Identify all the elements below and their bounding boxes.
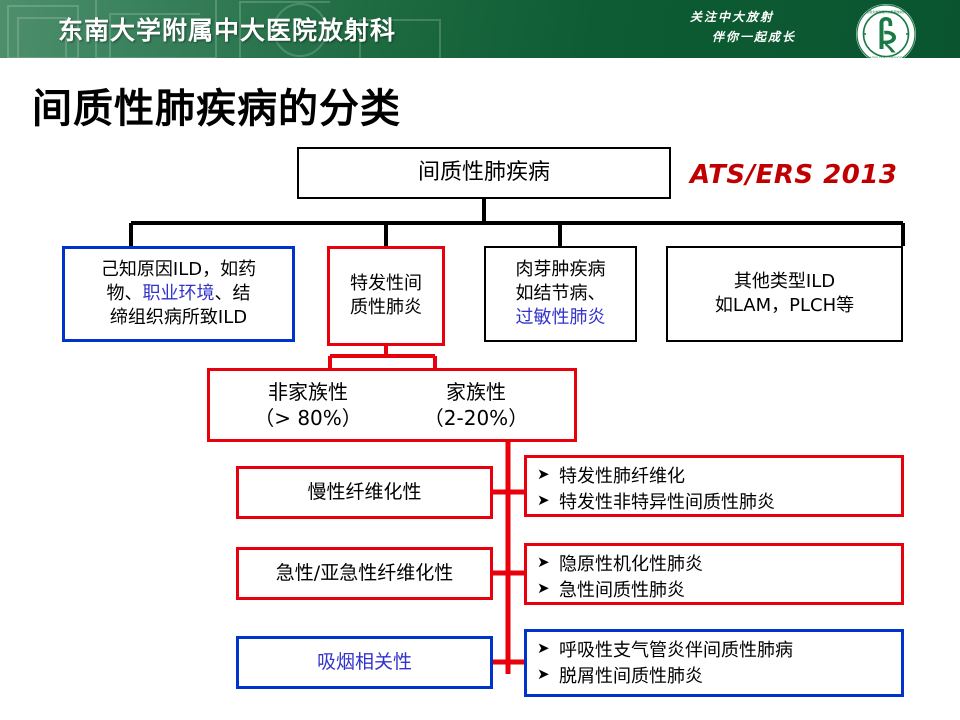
acute-subacute-label: 急性/亚急性纤维化性 (275, 561, 454, 584)
granulomatous-line-1: 肉芽肿疾病 (515, 259, 606, 281)
node-granulomatous-disease[interactable]: 肉芽肿疾病 如结节病、 过敏性肺炎 (484, 246, 637, 342)
iip-line-2: 质性肺炎 (350, 297, 422, 318)
list-item: ➤ 脱屑性间质性肺炎 (537, 664, 901, 690)
arrow-bullet-icon: ➤ (537, 553, 550, 571)
header-slogan-line-2: 伴你一起成长 (712, 30, 797, 44)
familial-value: （2-20%） (423, 406, 529, 430)
granulomatous-line-2: 如结节病、 (515, 283, 606, 305)
familial-values-row: （> 80%） （2-20%） (224, 405, 560, 431)
header-slogan-line-1: 关注中大放射 (690, 10, 775, 24)
other-ild-line-2: 如LAM，PLCH等 (714, 295, 855, 316)
smoking-entity-1: 呼吸性支气管炎伴间质性肺病 (559, 640, 793, 661)
node-familial-split[interactable]: 非家族性 家族性 （> 80%） （2-20%） (207, 368, 577, 442)
hospital-seal-logo-icon: 东南大学附属中大医院放射科 RADIOLOGY · ZHONGDA (856, 4, 916, 58)
hospital-department-title: 东南大学附属中大医院放射科 (58, 16, 397, 45)
nonfamilial-value: （> 80%） (254, 406, 362, 430)
arrow-bullet-icon: ➤ (537, 465, 550, 483)
list-item: ➤ 隐原性机化性肺炎 (537, 552, 901, 578)
root-node-interstitial-lung-disease[interactable]: 间质性肺疾病 (297, 147, 671, 199)
arrow-bullet-icon: ➤ (537, 578, 550, 597)
arrow-bullet-icon: ➤ (537, 639, 550, 657)
iip-line-1: 特发性间 (350, 273, 422, 295)
node-acute-subacute-entities[interactable]: ➤ 隐原性机化性肺炎 ➤ 急性间质性肺炎 (524, 543, 904, 605)
other-ild-line-1: 其他类型ILD (733, 271, 836, 293)
slide-header-band: 东南大学附属中大医院放射科 关注中大放射 伴你一起成长 东南大学附属中大医院放射… (0, 0, 960, 58)
header-texture-decoration (7, 0, 441, 58)
svg-text:RADIOLOGY · ZHONGDA: RADIOLOGY · ZHONGDA (867, 56, 905, 58)
arrow-bullet-icon: ➤ (537, 664, 550, 683)
known-cause-line-2: 物、职业环境、结 (101, 282, 256, 306)
nonfamilial-label: 非家族性 (268, 379, 348, 404)
header-slogan: 关注中大放射 伴你一起成长 (690, 7, 850, 47)
smoking-related-label: 吸烟相关性 (316, 650, 412, 673)
known-cause-line-1: 己知原因ILD，如药 (100, 259, 257, 281)
chronic-entity-2: 特发性非特异性间质性肺炎 (559, 491, 775, 513)
slide-title: 间质性肺疾病的分类 (32, 86, 401, 132)
chronic-entity-1: 特发性肺纤维化 (559, 466, 685, 487)
familial-label: 家族性 (446, 379, 506, 404)
svg-text:东南大学附属中大医院放射科: 东南大学附属中大医院放射科 (866, 9, 906, 14)
list-item: ➤ 特发性非特异性间质性肺炎 (537, 490, 901, 516)
list-item: ➤ 特发性肺纤维化 (537, 464, 901, 490)
chronic-fibrosing-label: 慢性纤维化性 (307, 480, 422, 503)
node-idiopathic-interstitial-pneumonia[interactable]: 特发性间 质性肺炎 (327, 246, 445, 346)
familial-labels-row: 非家族性 家族性 (224, 379, 560, 405)
node-smoking-related[interactable]: 吸烟相关性 (236, 636, 493, 689)
smoking-entity-2: 脱屑性间质性肺炎 (559, 665, 703, 687)
known-cause-line-2a: 物、 (106, 283, 143, 305)
node-other-ild[interactable]: 其他类型ILD 如LAM，PLCH等 (666, 246, 903, 342)
arrow-bullet-icon: ➤ (537, 490, 550, 509)
node-smoking-related-entities[interactable]: ➤ 呼吸性支气管炎伴间质性肺病 ➤ 脱屑性间质性肺炎 (524, 629, 904, 697)
node-known-cause-ild[interactable]: 己知原因ILD，如药 物、职业环境、结 缔组织病所致ILD (62, 246, 295, 342)
root-node-label: 间质性肺疾病 (417, 160, 550, 186)
acute-entity-2: 急性间质性肺炎 (559, 579, 685, 601)
node-acute-subacute-fibrosing[interactable]: 急性/亚急性纤维化性 (236, 547, 493, 600)
node-chronic-fibrosing[interactable]: 慢性纤维化性 (236, 466, 493, 519)
known-cause-line-2c: 、结 (214, 283, 251, 305)
list-item: ➤ 急性间质性肺炎 (537, 578, 901, 604)
known-cause-highlight-occupational: 职业环境 (142, 283, 215, 305)
granulomatous-highlight-hypersensitivity-pneumonitis: 过敏性肺炎 (515, 306, 606, 328)
known-cause-line-3: 缔组织病所致ILD (109, 306, 248, 328)
node-chronic-fibrosing-entities[interactable]: ➤ 特发性肺纤维化 ➤ 特发性非特异性间质性肺炎 (524, 455, 904, 517)
source-reference-label: ATS/ERS 2013 (690, 160, 898, 190)
acute-entity-1: 隐原性机化性肺炎 (559, 554, 703, 575)
list-item: ➤ 呼吸性支气管炎伴间质性肺病 (537, 638, 901, 664)
